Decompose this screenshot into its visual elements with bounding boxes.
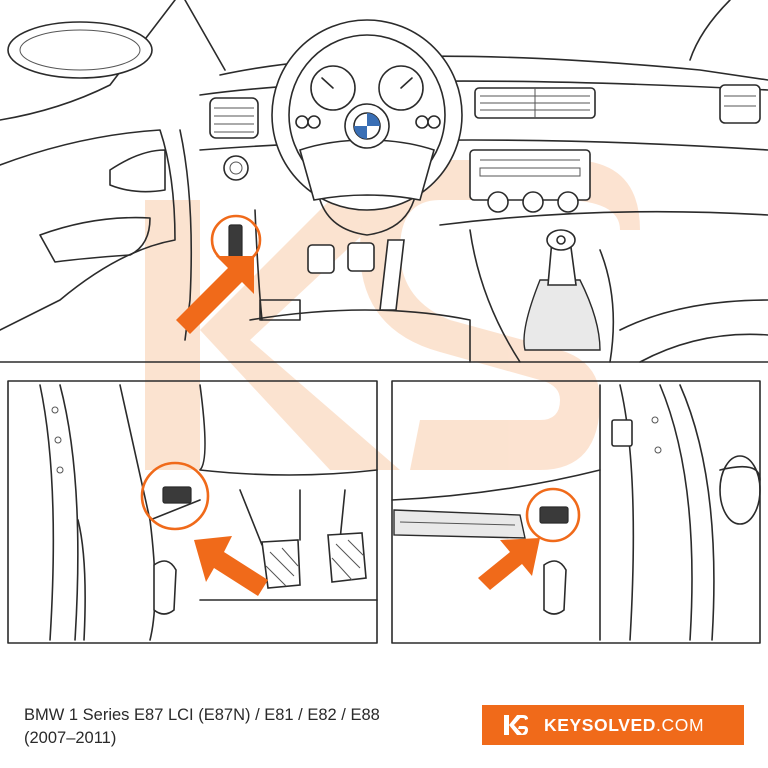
obd-port [228,224,243,262]
hood-release-lever [153,560,177,615]
arrow-icon [478,538,540,590]
model-name: BMW 1 Series E87 LCI (E87N) / E81 / E82 … [24,706,380,724]
brake-pedal [347,242,375,272]
brand-name: KEYSOLVED [544,714,657,735]
model-years: (2007–2011) [24,729,117,747]
side-mirror [7,21,153,79]
brand-banner: KEYSOLVED.COM [482,705,744,745]
brand-suffix: .COM [656,714,705,735]
interior-overview-panel [0,0,768,363]
clutch-pedal [307,244,335,274]
model-caption: BMW 1 Series E87 LCI (E87N) / E81 / E82 … [24,704,464,750]
watermark-logo [145,160,640,470]
accelerator-pedal [379,239,405,311]
brand-url: KEYSOLVED.COM [544,715,704,736]
footwell-right-view [391,380,761,644]
highlight-circle-icon [525,487,581,543]
light-switch [223,155,249,181]
highlight-circle-icon [140,461,210,531]
shift-boot [523,279,601,351]
clutch-pedal-detail [261,539,301,589]
obd-port-left-view [162,486,192,504]
footwell-left-view [7,380,378,644]
obd-port-right-view [539,506,569,524]
arrow-icon [176,256,254,334]
ks-logo-icon [504,715,528,735]
arrow-icon [194,536,268,596]
steering-wheel [271,19,463,211]
hood-release-lever-right [543,560,567,615]
